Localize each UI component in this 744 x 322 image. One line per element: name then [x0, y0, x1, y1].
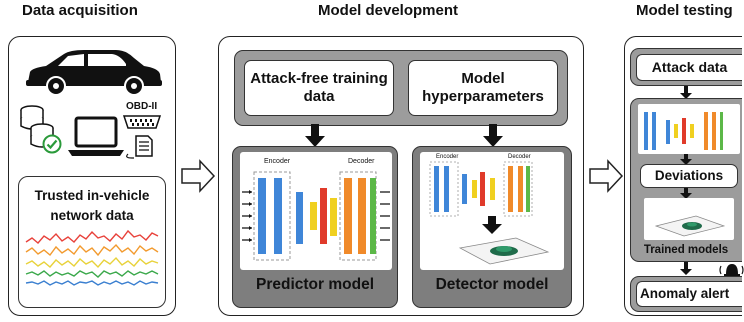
- anomaly-alert-box: Anomaly alert: [636, 281, 742, 307]
- arrow-development-to-testing: [589, 159, 624, 193]
- trusted-data-label: Trusted in-vehicle network data: [34, 188, 150, 223]
- database-icon: [20, 105, 54, 148]
- detector-diagram: [420, 152, 564, 270]
- deviations-box: Deviations: [640, 164, 738, 188]
- arrow-down-attack: [680, 86, 692, 99]
- obd-label: OBD-II: [126, 101, 158, 112]
- signal-line-yellow: [25, 256, 159, 269]
- testing-network-thumbnail: [638, 104, 740, 154]
- predictor-model-label: Predictor model: [256, 276, 374, 293]
- obd-connector-icon: [122, 115, 162, 159]
- arrow-down-to-detector: [483, 124, 503, 147]
- predictor-decoder-label: Decoder: [348, 158, 375, 165]
- car-icon: [26, 50, 162, 96]
- arrow-down-deviations: [680, 188, 692, 199]
- detector-decoder-label: Decoder: [508, 154, 531, 160]
- arrow-down-trained: [680, 262, 692, 275]
- title-model-testing: Model testing: [636, 2, 733, 19]
- alarm-bell-icon: [719, 264, 744, 276]
- check-icon: [42, 134, 62, 154]
- predictor-network-diagram: [240, 152, 392, 270]
- signal-line-blue: [25, 280, 159, 286]
- title-data-acquisition: Data acquisition: [22, 2, 138, 19]
- arrow-down-to-predictor: [305, 124, 325, 147]
- detector-encoder-label: Encoder: [436, 154, 459, 160]
- attack-free-data-box: Attack-free training data: [244, 60, 394, 116]
- signal-line-red: [25, 229, 159, 244]
- testing-plot-thumbnail: [644, 198, 734, 240]
- title-model-development: Model development: [318, 2, 459, 19]
- signal-line-green: [25, 270, 159, 278]
- attack-data-box: Attack data: [636, 54, 742, 81]
- trusted-data-box: [18, 176, 166, 308]
- laptop-icon: [68, 116, 124, 156]
- signal-plot: [25, 229, 159, 286]
- signal-line-orange: [25, 243, 159, 257]
- arrow-down-network: [680, 154, 692, 165]
- arrow-acquisition-to-development: [181, 159, 216, 193]
- predictor-encoder-label: Encoder: [264, 158, 291, 165]
- hyperparameters-box: Model hyperparameters: [408, 60, 558, 116]
- detector-model-label: Detector model: [435, 276, 549, 293]
- trained-models-label: Trained models: [643, 244, 729, 256]
